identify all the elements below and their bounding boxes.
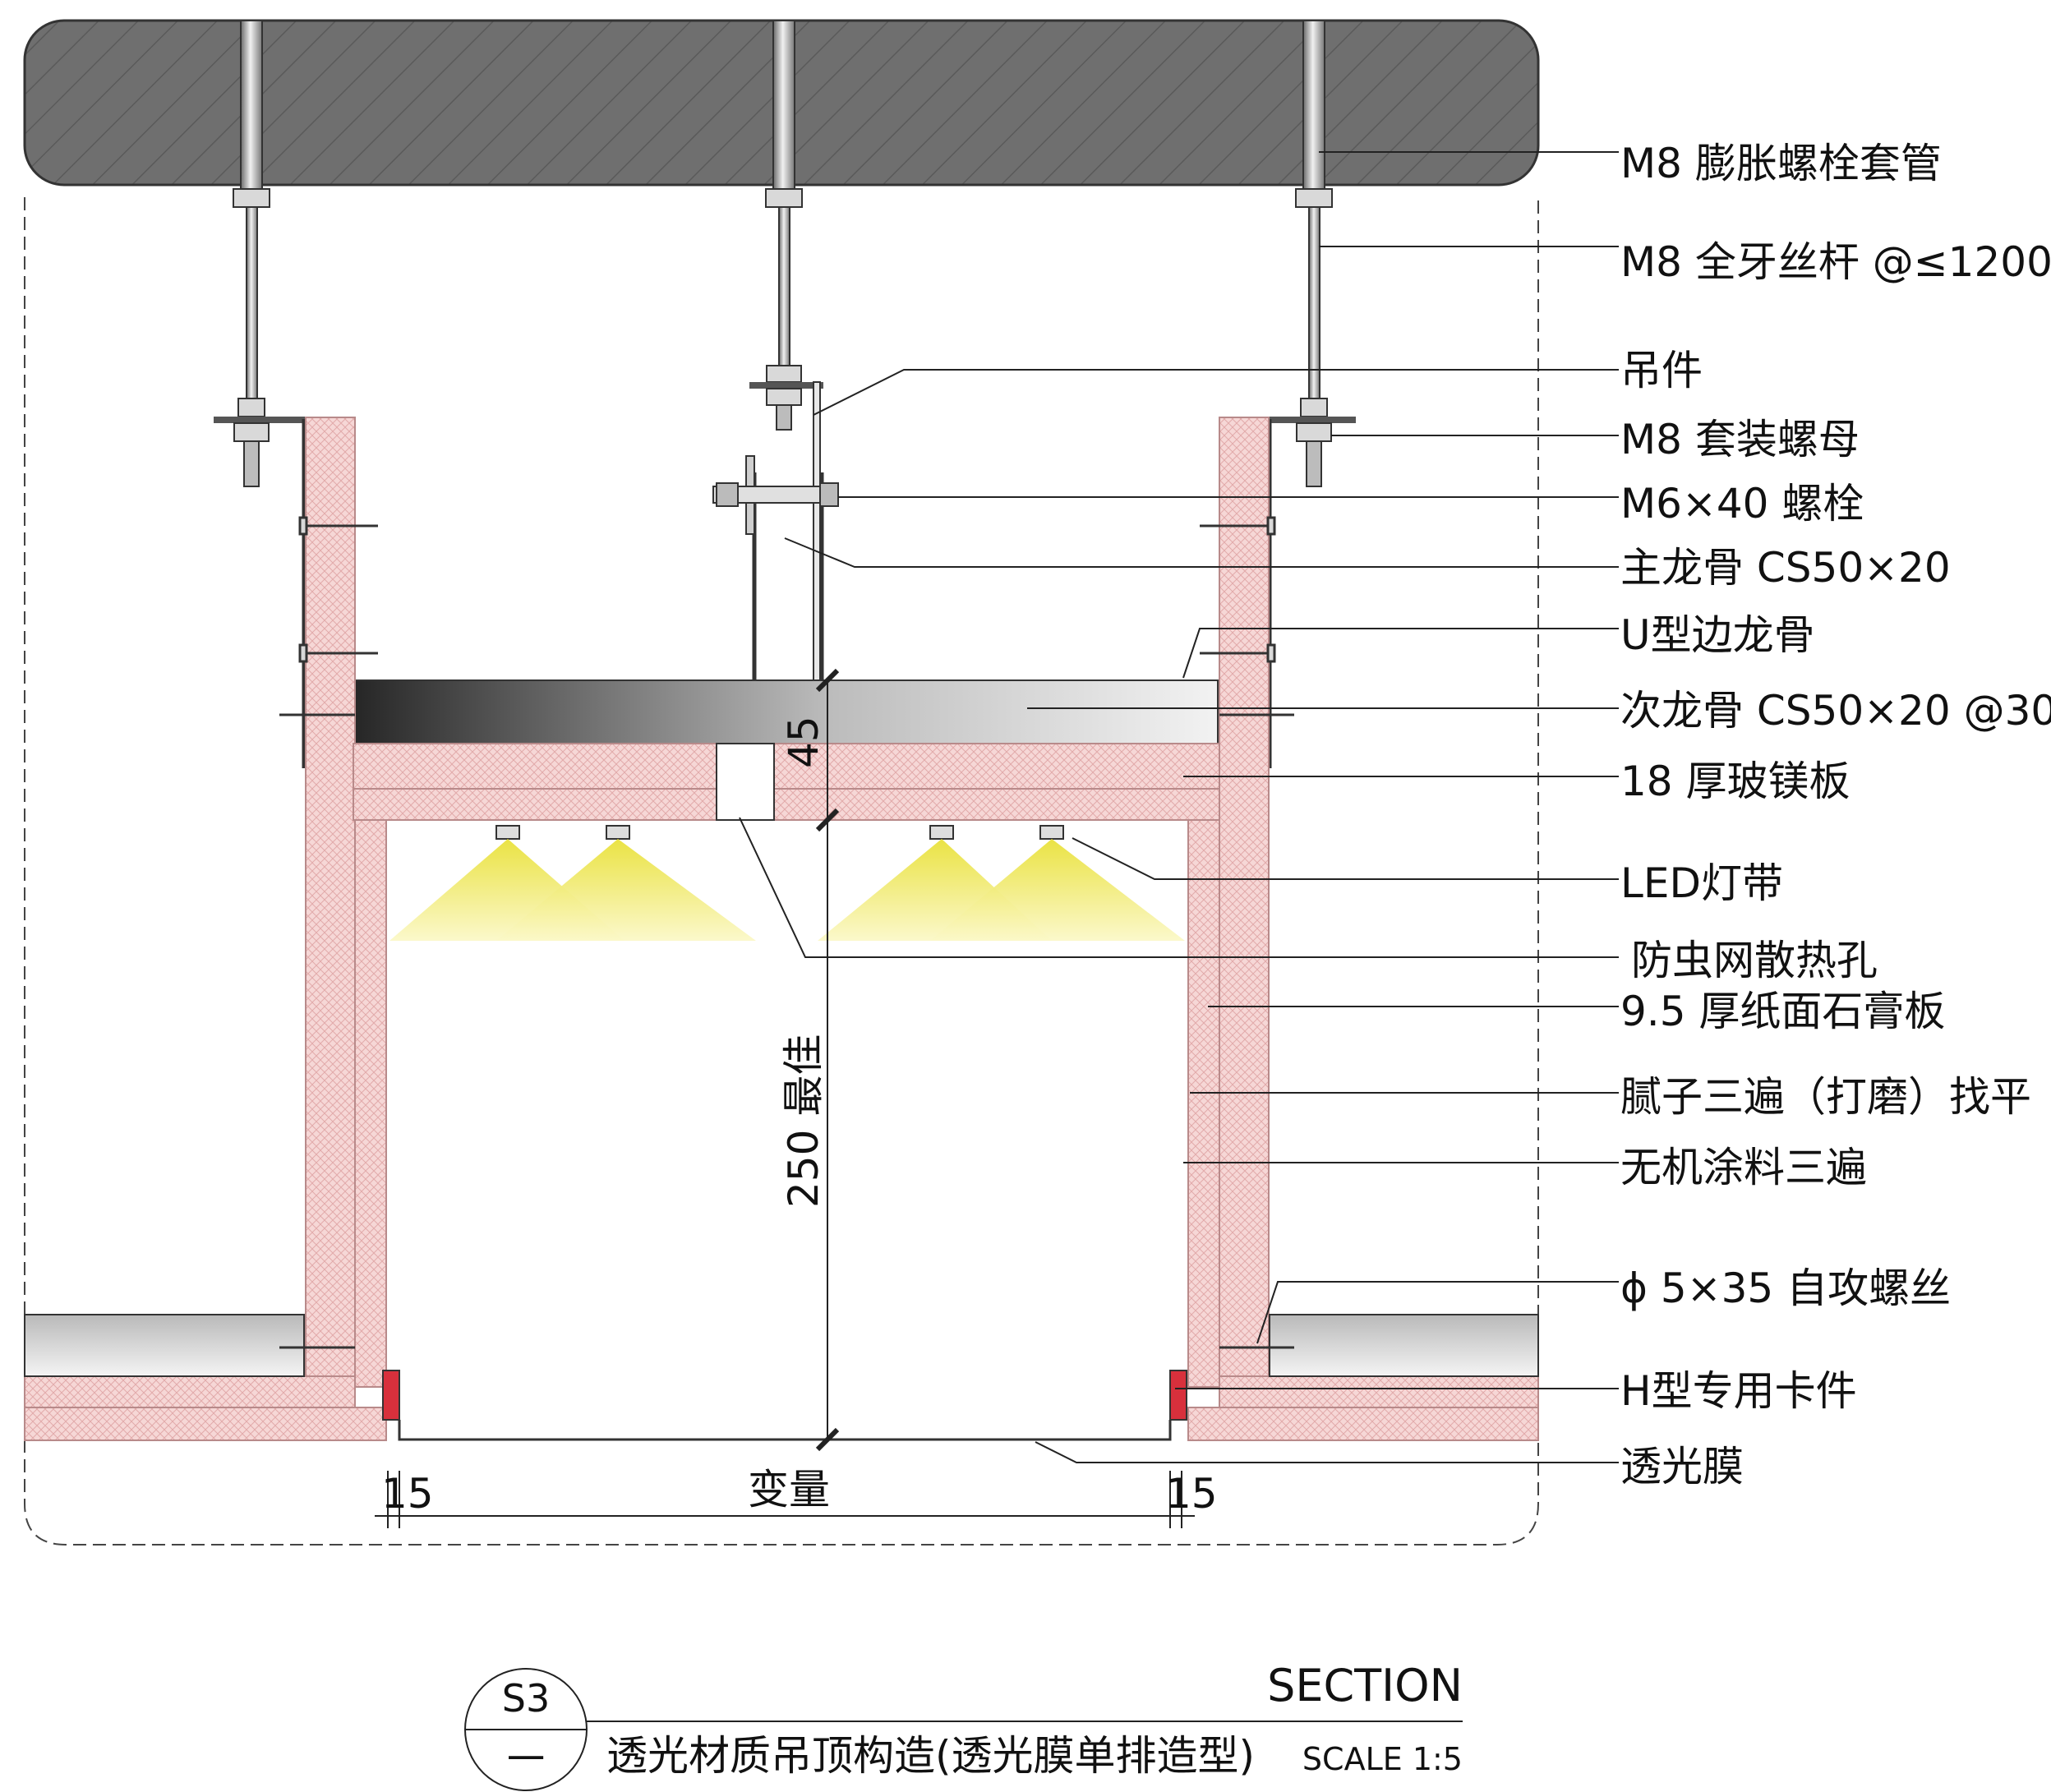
side-keel-right (1269, 1314, 1539, 1377)
label-main-keel: 主龙骨 CS50×20 (1620, 544, 1951, 592)
leader-lines (739, 151, 1619, 1463)
h-clips (382, 1370, 1187, 1421)
secondary-keel-profile (353, 679, 1219, 745)
led-lights (389, 825, 1185, 941)
dim-gap-left: 15 (381, 1470, 434, 1518)
label-gypsum-board: 9.5 厚纸面石膏板 (1620, 988, 1945, 1035)
rod-assembly-right (1265, 20, 1356, 487)
label-bolt: M6×40 螺栓 (1620, 480, 1864, 527)
vent-hole-box (716, 743, 775, 821)
section-label: SECTION (1267, 1660, 1463, 1711)
translucent-film (398, 1420, 1172, 1441)
label-film: 透光膜 (1620, 1443, 1744, 1490)
detail-boundary (24, 197, 1539, 1546)
screws (279, 516, 1294, 1349)
label-anchor-sleeve: M8 膨胀螺栓套管 (1620, 140, 1942, 187)
label-led-strip: LED灯带 (1620, 859, 1783, 907)
scale-label: SCALE 1:5 (1302, 1741, 1463, 1777)
label-paint: 无机涂料三遍 (1620, 1144, 1867, 1191)
label-mgo-board: 18 厚玻镁板 (1620, 758, 1851, 805)
rod-assembly-center (749, 20, 823, 431)
dim-width: 变量 (748, 1466, 830, 1513)
title-block: S3 一 SECTION 透光材质吊顶构造(透光膜单排造型) SCALE 1:5 (464, 1660, 1463, 1791)
label-threaded-rod: M8 全牙丝杆 @≤1200 (1620, 238, 2051, 286)
label-nut-set: M8 套装螺母 (1620, 416, 1860, 463)
label-screw: ϕ 5×35 自攻螺丝 (1620, 1265, 1951, 1312)
label-secondary-keel: 次龙骨 CS50×20 @300 (1620, 687, 2051, 735)
label-vent-hole: 防虫网散热孔 (1631, 937, 1878, 984)
dimension-ticks (815, 668, 840, 1452)
drawing-title: 透光材质吊顶构造(透光膜单排造型) (606, 1732, 1255, 1780)
sheet-number: 一 (507, 1737, 545, 1781)
label-putty: 腻子三遍（打磨）找平 (1620, 1073, 2031, 1121)
label-h-clip: H型专用卡件 (1620, 1367, 1857, 1415)
board-layers (24, 417, 1539, 1441)
side-keel-left (24, 1314, 305, 1377)
label-u-edge-keel: U型边龙骨 (1620, 611, 1815, 659)
dimension-line-horizontal (375, 1471, 1195, 1528)
dim-depth-main: 250 最佳 (780, 1034, 827, 1208)
dim-gap-right: 15 (1165, 1470, 1218, 1518)
drawing-number: S3 (502, 1676, 550, 1721)
dim-depth-top: 45 (780, 716, 827, 768)
rod-assembly-left (214, 20, 312, 487)
label-hanger: 吊件 (1620, 347, 1703, 394)
callout-labels: M8 膨胀螺栓套管 M8 全牙丝杆 @≤1200 吊件 M8 套装螺母 M6×4… (1620, 140, 2051, 1490)
